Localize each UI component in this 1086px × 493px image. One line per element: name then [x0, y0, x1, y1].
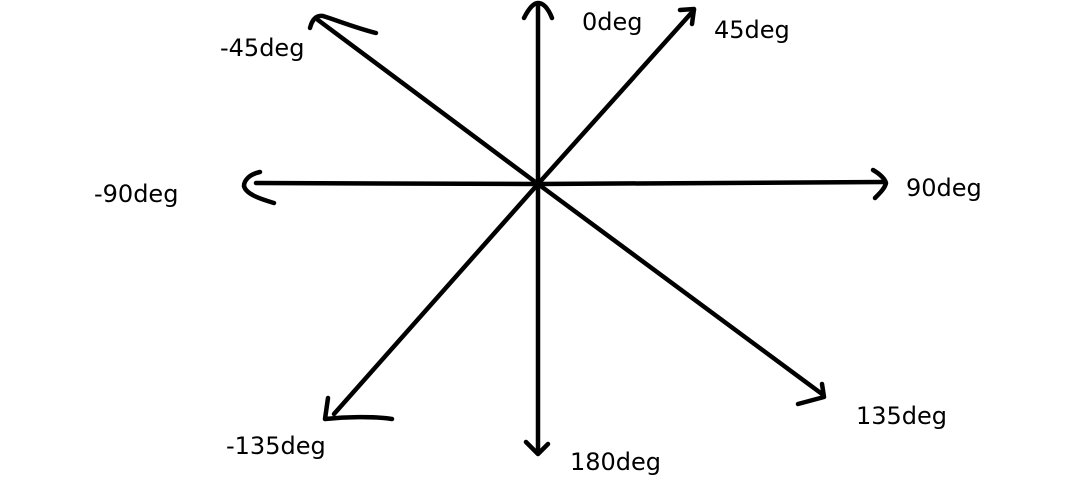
direction-label-neg90: -90deg	[94, 180, 178, 208]
direction-line-45	[535, 7, 697, 187]
direction-label-45: 45deg	[714, 16, 790, 44]
direction-label-180: 180deg	[570, 448, 661, 476]
direction-label-135: 135deg	[856, 402, 947, 430]
arrowhead-icon-neg45	[307, 13, 379, 36]
direction-label-90: 90deg	[906, 174, 982, 202]
direction-line-90	[535, 179, 887, 187]
arrowhead-icon-180	[523, 439, 551, 457]
arrowhead-icon-135	[795, 381, 827, 407]
arrowhead-icon-0	[521, 0, 555, 21]
direction-line-135	[535, 181, 825, 397]
direction-label-neg45: -45deg	[220, 34, 304, 62]
direction-labels: 0deg 45deg 90deg 135deg 180deg -135deg -90deg -…	[94, 8, 982, 476]
direction-label-0: 0deg	[582, 8, 643, 36]
arrowhead-icon-45	[677, 6, 697, 27]
arrowhead-icon-90	[870, 167, 889, 201]
direction-lines	[241, 0, 889, 457]
direction-line-neg90	[253, 180, 541, 187]
direction-line-neg135	[331, 181, 541, 417]
arrowhead-icon-neg135	[322, 395, 395, 422]
direction-line-neg45	[315, 17, 541, 187]
arrowhead-icon-neg90	[241, 169, 277, 206]
direction-label-neg135: -135deg	[226, 432, 326, 460]
